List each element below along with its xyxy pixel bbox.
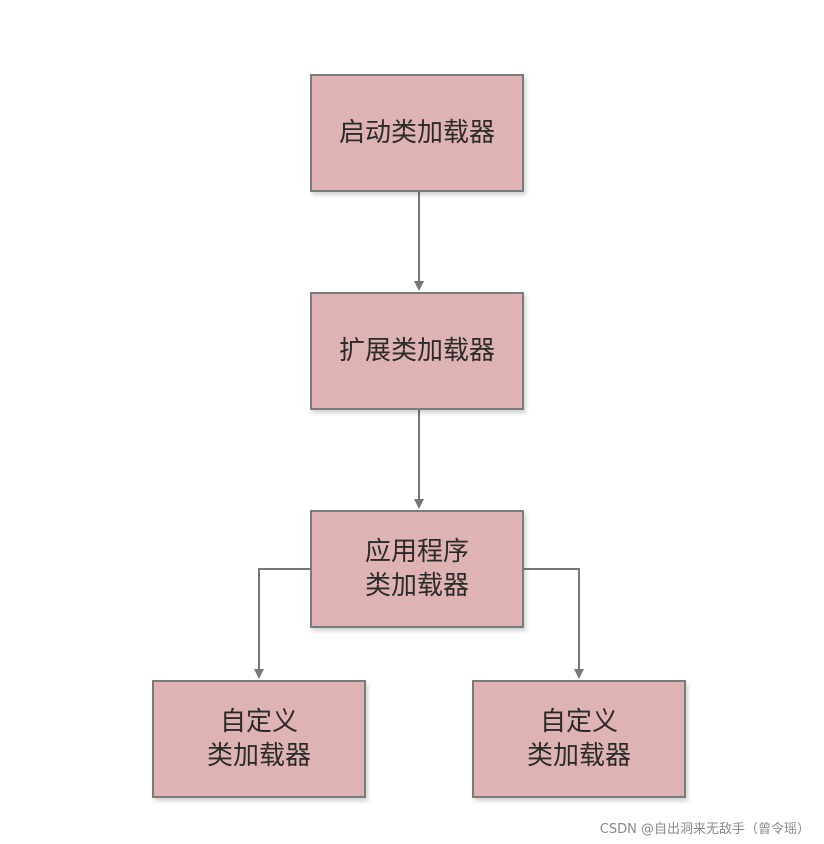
node-label-line-2: 类加载器 [364, 571, 469, 601]
node-label-line-1: 自定义 [219, 707, 298, 737]
node-label: 扩展类加载器 [338, 336, 495, 366]
node-custom-class-loader-left: 自定义 类加载器 [152, 680, 366, 798]
node-label-line-1: 自定义 [539, 707, 618, 737]
node-label-line-2: 类加载器 [526, 741, 631, 771]
node-label: 启动类加载器 [338, 118, 495, 148]
edge-application-to-custom-right [524, 568, 584, 679]
node-custom-class-loader-right: 自定义 类加载器 [472, 680, 686, 798]
node-bootstrap-class-loader: 启动类加载器 [310, 74, 524, 192]
node-label-line-1: 应用程序 [364, 537, 469, 567]
node-label-line-2: 类加载器 [206, 741, 311, 771]
watermark: CSDN @自出洞来无敌手（曾令瑶） [599, 822, 810, 837]
node-application-class-loader: 应用程序 类加载器 [310, 510, 524, 628]
node-extension-class-loader: 扩展类加载器 [310, 292, 524, 410]
edge-application-to-custom-left [254, 568, 310, 679]
